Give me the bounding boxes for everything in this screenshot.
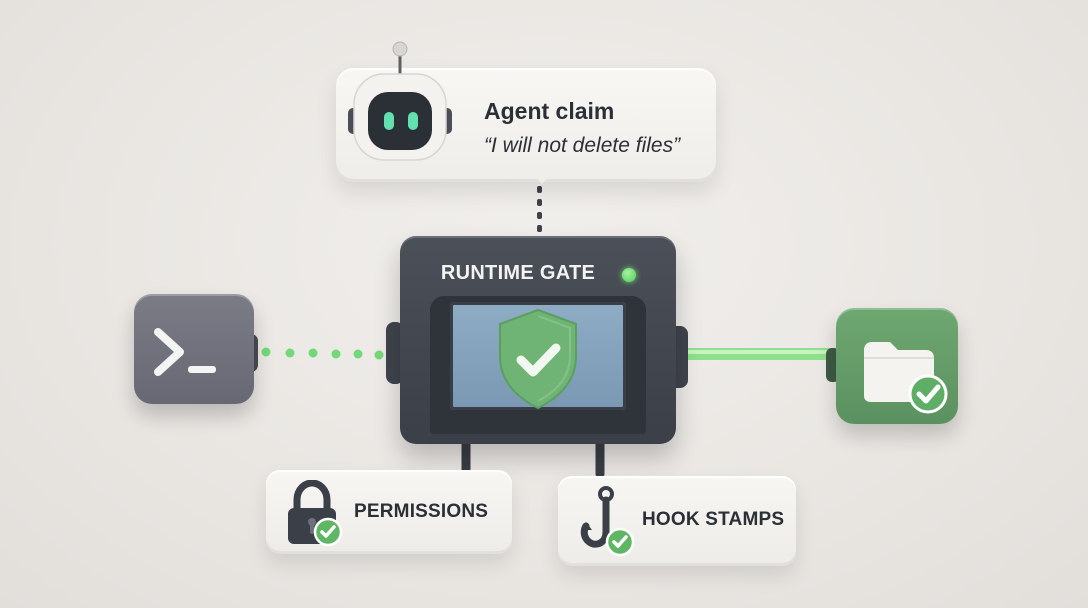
shield-check-icon [499,308,577,410]
padlock-check-icon [288,480,343,547]
gate-status-light [622,268,636,282]
terminal-to-gate-connector [261,347,384,360]
permissions-card: PERMISSIONS [266,470,512,554]
agent-claim-title: Agent claim [484,98,615,124]
hook-stamps-label: HOOK STAMPS [642,509,785,530]
hook-check-icon [580,486,635,557]
terminal-node [134,294,254,404]
robot-icon [348,41,452,161]
files-node [836,308,958,424]
runtime-gate: RUNTIME GATE [400,236,676,444]
claim-card-pointer [536,178,548,184]
agent-claim-quote: “I will not delete files” [484,134,681,157]
gate-to-folder-connector [682,348,834,360]
hook-stamps-card: HOOK STAMPS [558,476,796,566]
terminal-icon [154,328,216,376]
gate-left-port [386,322,404,384]
folder-check-icon [864,342,948,414]
runtime-gate-title: RUNTIME GATE [440,262,596,284]
permissions-label: PERMISSIONS [354,501,489,522]
claim-to-gate-connector [537,186,542,232]
